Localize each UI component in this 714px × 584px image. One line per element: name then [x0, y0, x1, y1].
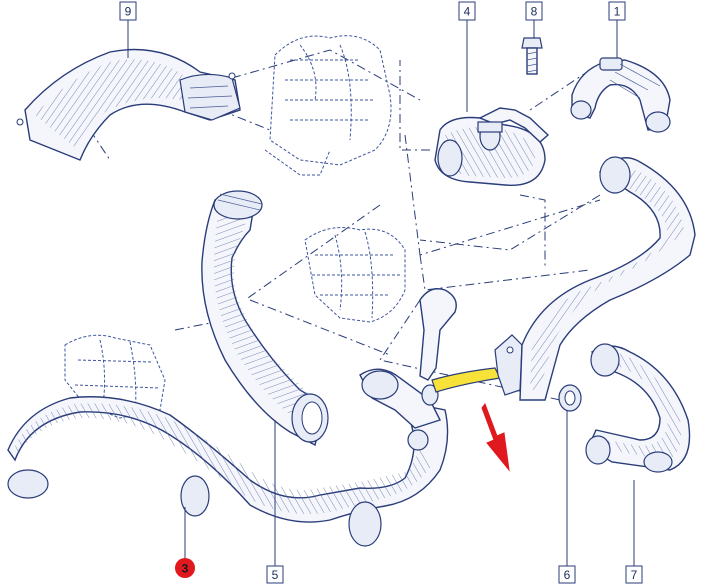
red-pointer-arrow — [481, 402, 510, 472]
callout-9: 9 — [119, 1, 137, 21]
svg-text:3: 3 — [182, 562, 189, 576]
callout-4: 4 — [458, 1, 476, 21]
assembly-lines — [89, 49, 601, 401]
ghost-engine-block-top — [264, 35, 392, 176]
highlighted-breather-hose — [419, 288, 523, 396]
heater-hose-part-7 — [585, 343, 691, 473]
svg-text:6: 6 — [564, 568, 571, 582]
svg-text:5: 5 — [272, 568, 279, 582]
bolt-part-8 — [521, 37, 543, 75]
air-intake-duct-part-9 — [16, 48, 241, 161]
callout-1: 1 — [608, 1, 626, 21]
ghost-engine-block-middle — [304, 227, 406, 323]
coolant-hose-part-4 — [434, 107, 550, 186]
callout-8: 8 — [525, 1, 543, 21]
callout-leaders — [127, 20, 635, 566]
svg-text:9: 9 — [125, 5, 132, 19]
radiator-hose-part-5 — [201, 190, 329, 447]
clamp-ring-part-6 — [558, 384, 582, 412]
svg-text:1: 1 — [614, 5, 621, 19]
callout-5: 5 — [266, 565, 284, 584]
lower-hose-part-3 — [7, 368, 449, 547]
radiator-upper-hose — [519, 156, 696, 401]
svg-text:7: 7 — [631, 568, 638, 582]
callout-6: 6 — [558, 565, 576, 584]
svg-text:8: 8 — [531, 5, 538, 19]
callout-3: 3 — [175, 558, 195, 578]
thermostat-outlet-part-1 — [570, 57, 671, 133]
svg-text:4: 4 — [464, 5, 471, 19]
callout-7: 7 — [625, 565, 643, 584]
